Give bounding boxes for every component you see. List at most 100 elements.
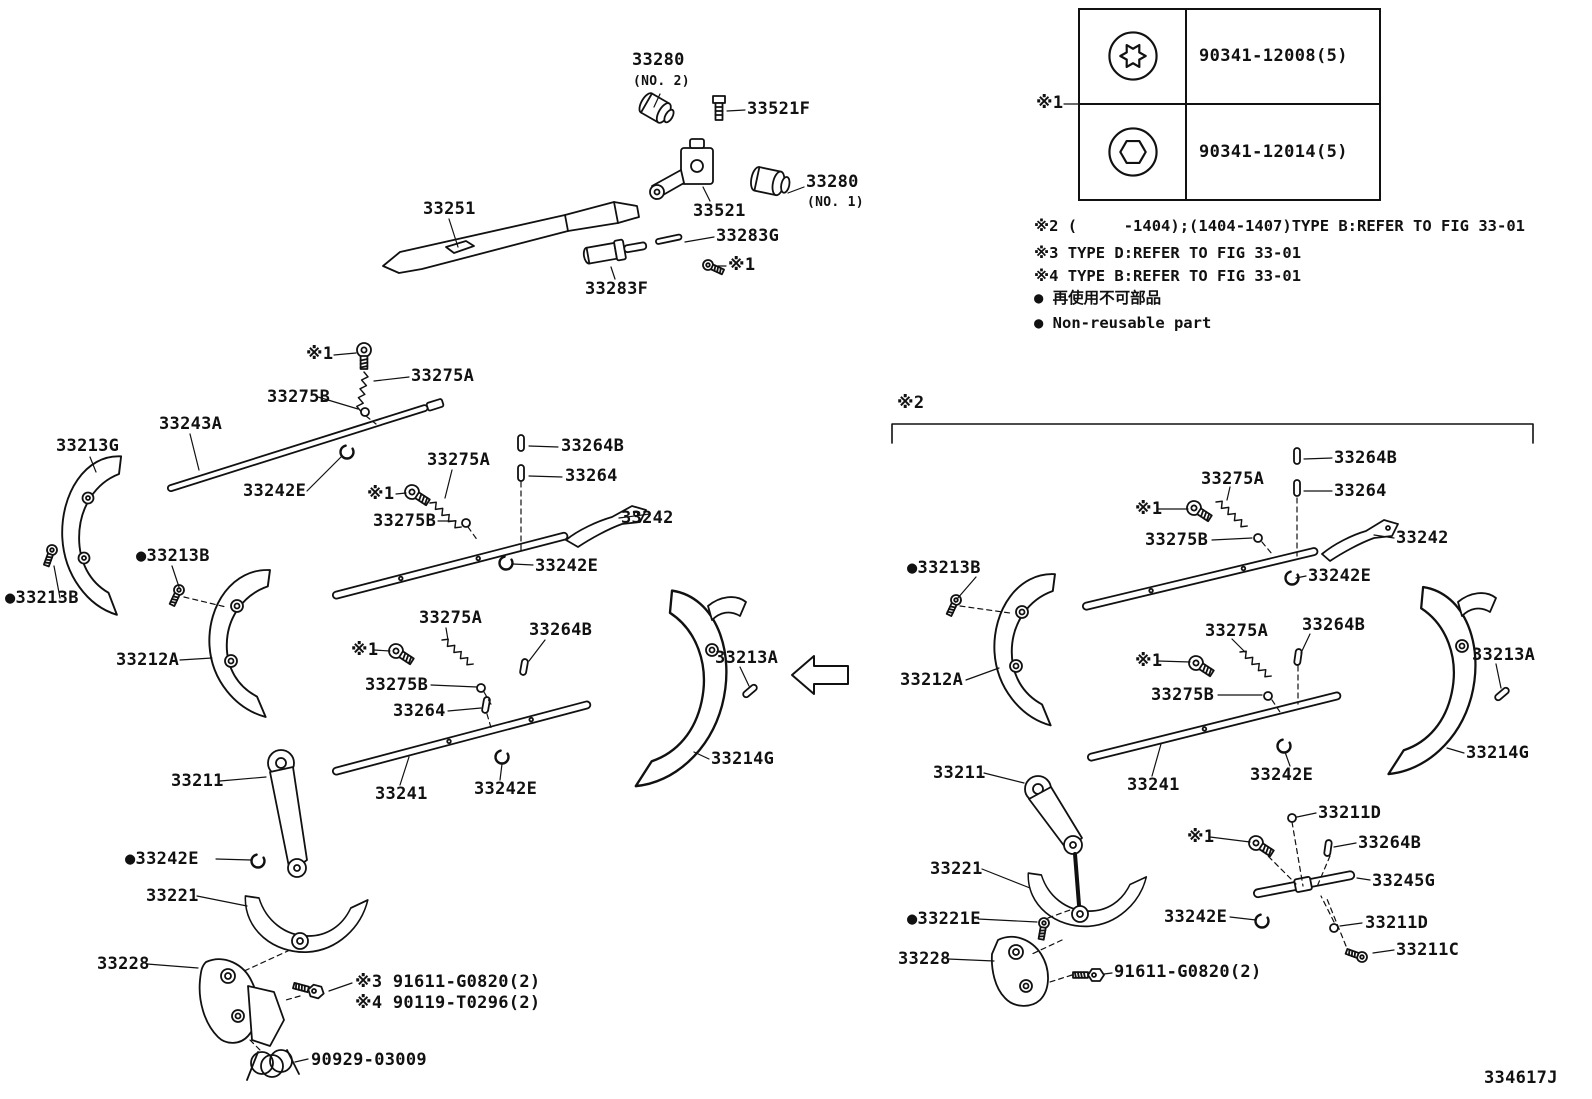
legend-part-number: 90341-12008(5) — [1187, 10, 1379, 105]
screw-33213B — [40, 542, 60, 569]
part-label: ●33213B — [5, 588, 79, 608]
part-label: 33264B — [561, 436, 625, 456]
part-label: 33213G — [56, 436, 120, 456]
part-label: ●33221E — [907, 909, 981, 929]
plug-33280-no1 — [750, 166, 791, 197]
part-label: 33264B — [1358, 833, 1422, 853]
detent-bolt-ref1 — [1183, 497, 1215, 526]
part-label: 33242E — [1308, 566, 1372, 586]
legend-note: ※3 TYPE D:REFER TO FIG 33-01 — [1034, 244, 1302, 262]
spring-33275A — [1235, 647, 1276, 681]
part-label: 33242E — [1164, 907, 1228, 927]
screw-ref1 — [700, 257, 726, 278]
ref-marker: ※1 — [1135, 499, 1163, 519]
part-label: 33245G — [1372, 871, 1436, 891]
legend-note: ※4 TYPE B:REFER TO FIG 33-01 — [1034, 267, 1302, 285]
fastener-legend-table: 90341-12008(5) 90341-12014(5) — [1078, 8, 1381, 201]
screw-33213B — [943, 592, 964, 618]
snap-ring-33242E — [250, 853, 266, 869]
pin-33264B — [518, 657, 530, 677]
part-label: 33275A — [1201, 469, 1265, 489]
snap-ring-33242E — [1254, 913, 1270, 929]
part-label: 33241 — [1127, 775, 1180, 795]
shaft-33241 — [1086, 691, 1342, 762]
part-label: 33275A — [411, 366, 475, 386]
pin-33264 — [480, 695, 492, 715]
part-label: (NO. 2) — [633, 74, 690, 89]
part-label: 33275A — [419, 608, 483, 628]
part-label: 33275B — [365, 675, 429, 695]
part-label: ※3 91611-G0820(2) — [355, 972, 541, 992]
part-label: ●33213B — [907, 558, 981, 578]
part-label: 33211D — [1318, 803, 1382, 823]
assembly-dashed-lines — [183, 415, 1347, 1053]
part-label: 91611-G0820(2) — [1114, 962, 1262, 982]
plug-33280-no2 — [638, 92, 675, 124]
part-label: 33242E — [474, 779, 538, 799]
part-label: 33241 — [375, 784, 428, 804]
shaft-33251 — [382, 201, 640, 274]
top-assembly — [382, 92, 791, 278]
right-assembly — [943, 447, 1511, 1007]
legend-icon-cell — [1080, 104, 1187, 199]
torx-socket-plug-icon — [1107, 31, 1158, 81]
legend-note: ※2 ( -1404);(1404-1407)TYPE B:REFER TO F… — [1034, 217, 1525, 235]
ref-marker: ※1 — [306, 344, 334, 364]
part-label: 33212A — [116, 650, 180, 670]
pin-33264 — [517, 464, 525, 482]
pin-33264B — [517, 434, 525, 452]
part-label: (NO. 1) — [807, 195, 864, 210]
part-label: 33214G — [1466, 743, 1530, 763]
legend-ref-marker: ※1 — [1036, 93, 1064, 113]
part-label: 33275A — [1205, 621, 1269, 641]
shaft-33242 — [1082, 547, 1319, 611]
leader-lines — [53, 93, 1502, 1063]
part-label: 33242 — [1396, 528, 1449, 548]
pin-33264B — [1293, 647, 1303, 667]
rod-33283F — [582, 238, 648, 265]
ball-33275B — [360, 407, 370, 417]
rod-33243A — [166, 398, 445, 492]
spring-33275A — [356, 371, 369, 412]
detent-bolt-ref1 — [1245, 832, 1277, 861]
fork-33212A — [208, 569, 271, 718]
part-label: 33283F — [585, 279, 649, 299]
ref-marker: ※2 — [897, 393, 925, 413]
bolt-33521F — [712, 95, 726, 121]
spring-90929 — [246, 1049, 300, 1081]
ball-33275B — [1253, 533, 1263, 543]
pin-33213A — [741, 682, 759, 700]
screw-33213B — [166, 582, 187, 608]
pin-33213A — [1493, 685, 1511, 703]
bellcrank-33228 — [198, 958, 285, 1047]
part-label: 33264 — [1334, 481, 1387, 501]
detent-bolt-ref1 — [1185, 652, 1217, 681]
part-label: 33242E — [243, 481, 307, 501]
pin-33264 — [1293, 479, 1301, 497]
part-label: 33264 — [565, 466, 618, 486]
shaft-33242-yoke — [1321, 519, 1399, 562]
shaft-33242 — [331, 531, 569, 600]
snap-ring-33242E — [498, 555, 514, 571]
part-label: 33211 — [933, 763, 986, 783]
direction-arrow-icon — [791, 655, 849, 695]
part-label: 33521 — [693, 201, 746, 221]
part-label: 33214G — [711, 749, 775, 769]
snap-ring-33242E — [339, 444, 355, 460]
lever-33211 — [267, 749, 308, 878]
ball-33275B — [476, 683, 486, 693]
legend-part-number: 90341-12014(5) — [1199, 141, 1348, 162]
part-label: 90929-03009 — [311, 1050, 427, 1070]
part-label: 33264B — [529, 620, 593, 640]
part-label: 33228 — [97, 954, 150, 974]
part-label: 33264 — [393, 701, 446, 721]
part-label: ●33213B — [136, 546, 210, 566]
fork-33214G-arm — [707, 596, 747, 621]
spring-33275A — [1211, 497, 1252, 531]
bolt-91611 — [1072, 968, 1105, 982]
ref-marker: ※1 — [1187, 827, 1215, 847]
fork-33214G-arm — [1457, 592, 1497, 617]
legend-note: ● Non-reusable part — [1034, 314, 1212, 332]
snap-ring-33242E — [1276, 738, 1292, 754]
part-label: 33242E — [535, 556, 599, 576]
